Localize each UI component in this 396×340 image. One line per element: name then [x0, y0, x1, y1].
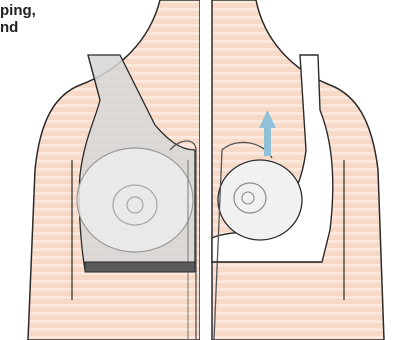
right-pump-cup [218, 160, 302, 240]
panel-divider [200, 0, 212, 340]
right-panel [212, 0, 384, 340]
caption-line-2: nd [0, 19, 36, 36]
left-pump-cup [77, 148, 193, 252]
left-panel [28, 0, 200, 340]
caption-line-1: ping, [0, 2, 36, 19]
caption-text: ping, nd [0, 2, 36, 36]
left-bra-band [85, 262, 195, 272]
